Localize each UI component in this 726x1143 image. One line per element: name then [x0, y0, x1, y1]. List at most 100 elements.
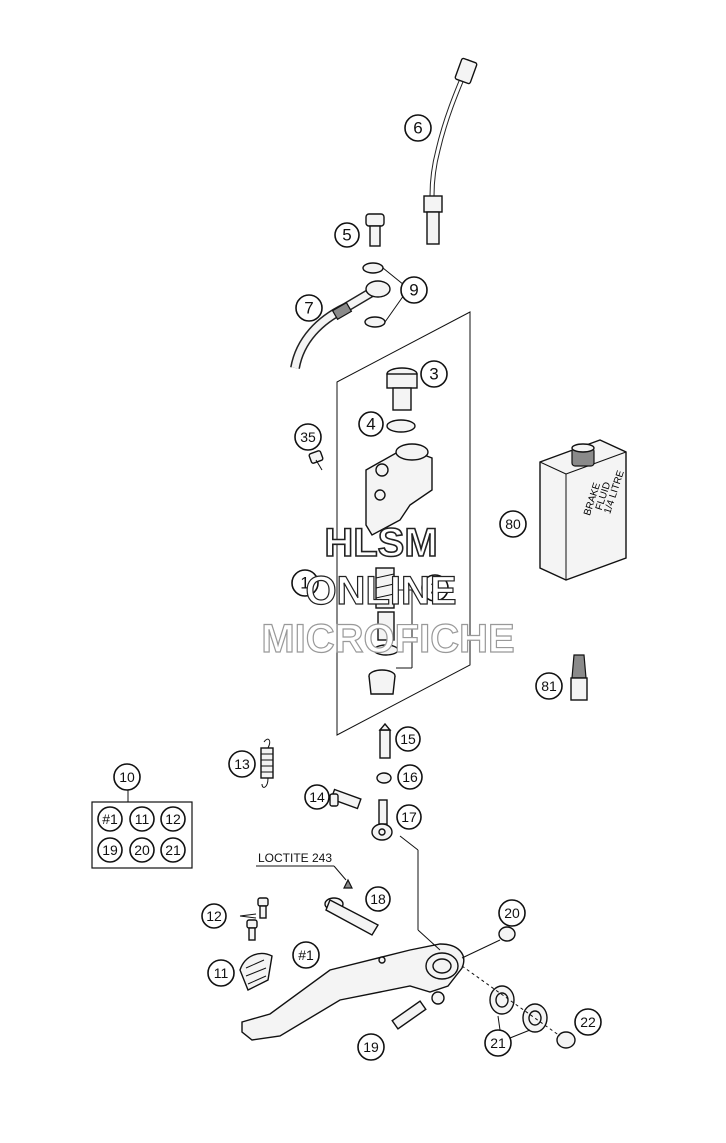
eye-bolt: [371, 799, 393, 841]
callout-17: 17: [396, 804, 422, 830]
kit-item-number: 11: [135, 811, 150, 827]
kit-item-number: 21: [165, 842, 181, 858]
callout-number: 5: [342, 226, 351, 245]
callout-hash1: #1: [292, 941, 320, 969]
callout-number: 16: [402, 769, 418, 785]
callout-22: 22: [574, 1008, 602, 1036]
callout-3: 3: [420, 360, 448, 388]
kit-item-circle: [129, 806, 155, 832]
callout-number: 13: [234, 756, 250, 772]
callout-circle: [201, 903, 227, 929]
callout-number: 2: [430, 579, 439, 598]
callout-number: #1: [298, 947, 314, 963]
kit-item-21: 21: [160, 837, 186, 863]
callout-circle: [294, 423, 322, 451]
callout-80: 80: [499, 510, 527, 538]
callout-15: 15: [395, 726, 421, 752]
watermark-line2: ONLINE: [305, 569, 456, 613]
callout-circle: [295, 294, 323, 322]
callout-circle: [334, 222, 360, 248]
kit-item-circle: [160, 837, 186, 863]
callout-number: 6: [413, 119, 422, 138]
adjuster-bolt: [378, 722, 392, 759]
callout-4: 4: [358, 411, 384, 437]
pedal-tip: [239, 952, 273, 991]
callout-circle: [396, 804, 422, 830]
bearings: [489, 985, 548, 1033]
loctite-note: LOCTITE 243: [258, 851, 332, 865]
callout-2: 2: [421, 574, 449, 602]
callout-circle: [574, 1008, 602, 1036]
callout-number: 7: [304, 299, 313, 318]
return-spring: [260, 738, 274, 788]
callout-number: 4: [366, 415, 375, 434]
brake-fluid-bottle: BRAKE FLUID 1/4 LITRE: [539, 439, 627, 581]
callout-number: 20: [504, 905, 520, 921]
callout-16: 16: [397, 764, 423, 790]
lock-nut: [376, 772, 392, 784]
rubber-boot: [368, 669, 396, 695]
kit-item-circle: [160, 806, 186, 832]
kit-item-circle: [97, 806, 123, 832]
callout-circle: [207, 959, 235, 987]
callout-circle: [499, 510, 527, 538]
callout-number: 21: [490, 1035, 506, 1051]
watermark-line1: HLSM: [324, 521, 437, 565]
watermark: HLSM ONLINE MICROFICHE: [261, 520, 516, 661]
callout-number: 17: [401, 809, 417, 825]
callout-circle: [228, 750, 256, 778]
watermark-line3: MICROFICHE: [261, 617, 514, 661]
kit-item-12: 12: [160, 806, 186, 832]
callout-circle: [400, 276, 428, 304]
callout-circle: [304, 784, 330, 810]
callout-number: 15: [400, 731, 416, 747]
kit-item-20: 20: [129, 837, 155, 863]
callout-circle: [291, 569, 319, 597]
loctite-bottle: [570, 654, 588, 701]
callout-5: 5: [334, 222, 360, 248]
pivot-sleeve: [324, 878, 379, 936]
callout-circle: [358, 411, 384, 437]
leader-lines: [127, 789, 561, 1039]
pivot-bolt: [329, 788, 362, 810]
kit-item-number: 12: [165, 811, 181, 827]
callout-1: 1: [291, 569, 319, 597]
callout-circle: [498, 899, 526, 927]
reservoir-connector: [386, 367, 418, 411]
callout-number: 80: [505, 516, 521, 532]
kit-item-number: 20: [134, 842, 150, 858]
kit-box: [91, 801, 193, 869]
sealing-washers: [362, 262, 405, 328]
callout-number: 10: [119, 769, 135, 785]
callout-9: 9: [400, 276, 428, 304]
callout-6: 6: [404, 114, 432, 142]
callout-12: 12: [201, 903, 227, 929]
piston-kit: [373, 567, 413, 669]
callout-number: 12: [206, 908, 222, 924]
brake-pedal: [241, 943, 465, 1041]
callout-circle: [292, 941, 320, 969]
master-cylinder-body: [365, 443, 433, 536]
kit-item-circle: [129, 837, 155, 863]
brake-hose: [290, 280, 391, 370]
callout-14: 14: [304, 784, 330, 810]
kit-item-circle: [97, 837, 123, 863]
kit-item-19: 19: [97, 837, 123, 863]
callout-19: 19: [357, 1033, 385, 1061]
assembly-panel: [336, 311, 471, 736]
callout-number: 35: [300, 429, 316, 445]
callout-circle: [535, 672, 563, 700]
callout-20: 20: [498, 899, 526, 927]
callout-number: 9: [409, 281, 418, 300]
callout-circle: [421, 574, 449, 602]
callout-35: 35: [294, 423, 322, 451]
callout-number: 3: [429, 365, 438, 384]
callout-circle: [404, 114, 432, 142]
pedal-nut: [498, 926, 516, 942]
callout-circle: [484, 1029, 512, 1057]
kit-item-11: 11: [129, 806, 155, 832]
